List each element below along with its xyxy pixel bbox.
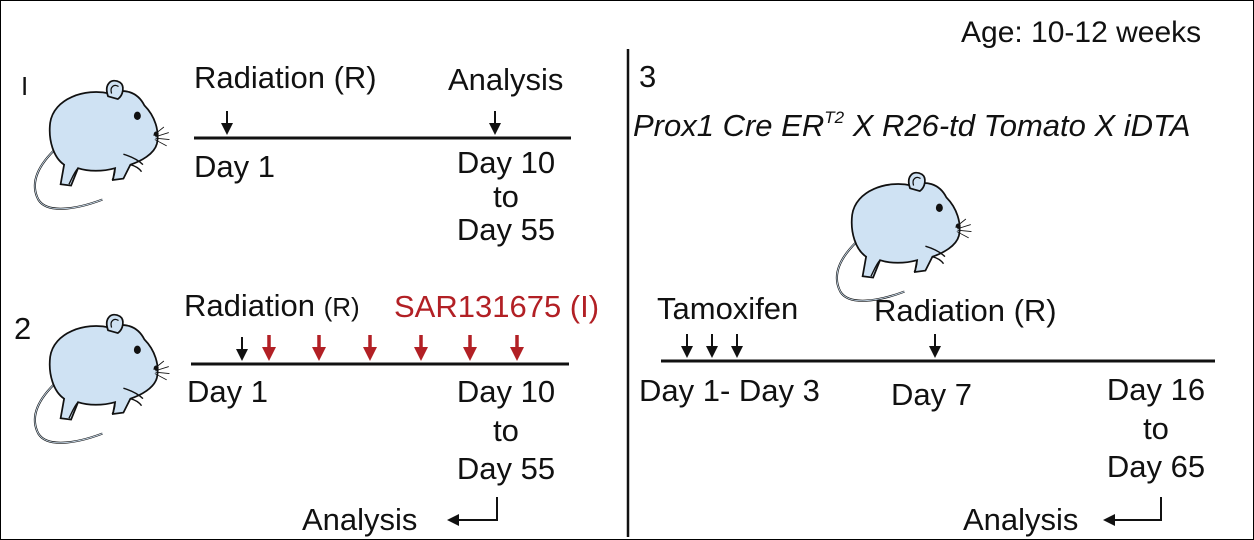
age-label: Age: 10-12 weeks	[961, 16, 1202, 49]
analysis-return-arrow-3	[1103, 497, 1162, 526]
day-radiation: Day 7	[891, 377, 972, 412]
panel-number-3: 3	[639, 59, 657, 94]
genotype-label: Prox1 Cre ERT2 X R26-td Tomato X iDTA	[633, 109, 1190, 141]
radiation-label-2-r: (R)	[323, 292, 360, 322]
genotype-prefix: Prox1 Cre ER	[633, 108, 825, 143]
genotype-suffix: X R26-td Tomato X iDTA	[844, 108, 1191, 143]
day-start-1: Day 1	[194, 149, 275, 184]
radiation-label-2: Radiation (R)	[184, 290, 360, 321]
day-end-2b: to	[493, 413, 519, 448]
day-start-2: Day 1	[187, 374, 268, 409]
day-end-3b: to	[1143, 411, 1169, 446]
analysis-return-arrow-2	[447, 497, 498, 526]
radiation-label-3: Radiation (R)	[874, 293, 1057, 328]
genotype-superscript: T2	[824, 108, 845, 127]
radiation-label-1: Radiation (R)	[194, 60, 377, 95]
day-end-1a: Day 10	[456, 145, 556, 180]
panel-number-2: 2	[14, 311, 32, 346]
day-end-2c: Day 55	[456, 451, 556, 486]
analysis-label-3: Analysis	[963, 502, 1079, 537]
analysis-label-1: Analysis	[448, 62, 564, 97]
day-end-1b: to	[493, 179, 519, 214]
analysis-label-2: Analysis	[302, 502, 418, 537]
day-end-3a: Day 16	[1106, 372, 1206, 407]
day-end-3c: Day 65	[1106, 449, 1206, 484]
tamoxifen-label: Tamoxifen	[657, 291, 799, 326]
radiation-label-2-main: Radiation	[184, 288, 324, 323]
inhibitor-label: SAR131675 (I)	[394, 289, 600, 324]
day-end-1c: Day 55	[456, 212, 556, 247]
day-tamoxifen: Day 1- Day 3	[639, 373, 820, 408]
day-end-2a: Day 10	[456, 374, 556, 409]
panel-number-1: I	[21, 71, 29, 101]
